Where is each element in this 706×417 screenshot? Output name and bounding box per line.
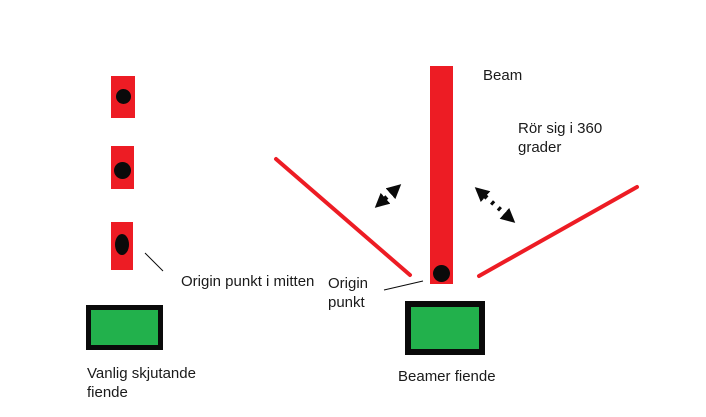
- beam-rotated-right-line: [477, 185, 639, 278]
- origin-label: Origin punkt: [328, 275, 369, 311]
- bullet-sprite-2: [111, 146, 134, 189]
- origin-dot-1: [116, 89, 131, 104]
- origin-center-pointer-line: [144, 252, 164, 272]
- origin-dot-2: [114, 162, 131, 179]
- beam-label: Beam: [483, 67, 523, 84]
- shooter-enemy-label: Vanlig skjutande fiende: [87, 365, 196, 401]
- bullet-sprite-1: [111, 76, 135, 118]
- rotation-label: Rör sig i 360 grader: [518, 120, 603, 156]
- rotation-arrow-right-icon: [474, 187, 516, 223]
- beam-sprite: [430, 66, 453, 284]
- rotation-arrow-left-icon: [374, 184, 402, 208]
- origin-dot-3: [115, 234, 129, 255]
- bullet-sprite-3: [111, 222, 133, 270]
- beam-origin-dot: [433, 265, 450, 282]
- beamer-enemy-body: [405, 301, 485, 355]
- origin-pointer-line: [383, 280, 424, 291]
- beam-rotated-left-line: [274, 157, 412, 277]
- shooter-enemy-body: [86, 305, 163, 350]
- beamer-enemy-label: Beamer fiende: [398, 368, 496, 385]
- origin-center-label: Origin punkt i mitten: [181, 273, 315, 290]
